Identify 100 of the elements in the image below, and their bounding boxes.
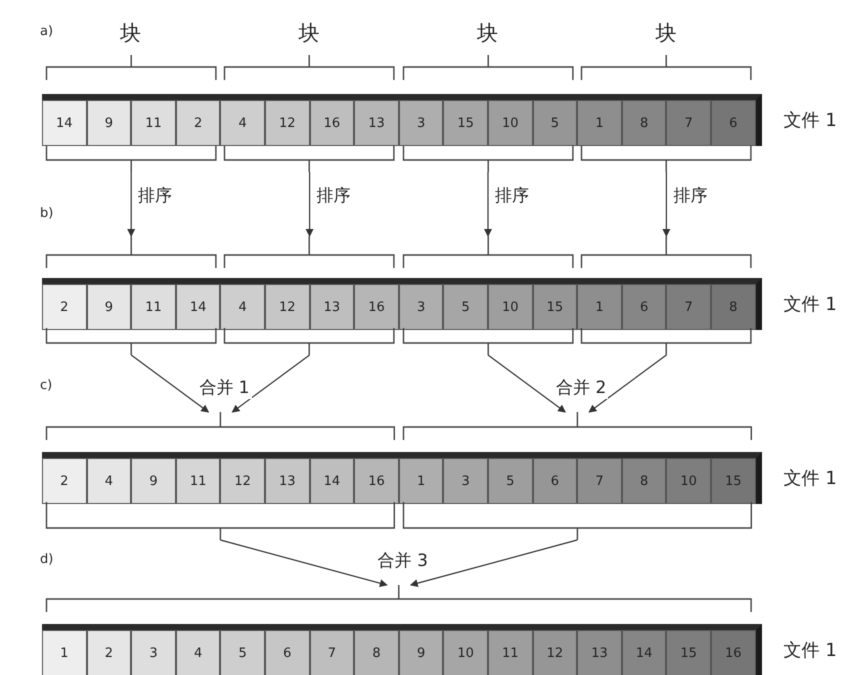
bracket [46,55,216,80]
number-cell: 1 [577,284,622,330]
file-strip [42,452,762,504]
block-label: 块 [120,20,142,47]
bracket [402,236,574,268]
number-cell: 4 [86,458,132,504]
arrow [588,354,667,413]
bracket [46,146,216,172]
number-cell: 8 [622,100,666,146]
number-cell: 13 [577,630,622,675]
number-cell: 1 [42,630,87,675]
bracket [402,55,574,80]
arrow [488,354,566,413]
arrow [662,172,670,237]
number-cell: 5 [532,100,578,146]
number-cell: 7 [666,100,711,146]
number-cell: 5 [443,284,488,330]
number-cell: 15 [666,630,711,675]
number-cell: 6 [532,458,578,504]
number-cell: 2 [42,458,87,504]
number-cell: 10 [488,284,533,330]
number-cell: 3 [131,630,176,675]
number-cell: 12 [265,100,310,146]
number-cell: 8 [354,630,399,675]
bracket [224,146,395,172]
file-strip [42,94,762,146]
bracket [224,328,395,355]
number-cell: 7 [666,284,711,330]
panel-label: b) [40,206,54,221]
number-cell: 11 [131,284,176,330]
panel-label: d) [40,552,54,567]
bracket [581,146,752,172]
number-cell: 8 [622,458,666,504]
number-cell: 16 [711,630,756,675]
number-cell: 3 [398,100,444,146]
bracket [46,502,395,540]
bracket [581,55,752,80]
panel-label: c) [40,378,52,393]
file-label: 文件 1 [784,293,837,316]
number-cell: 9 [398,630,444,675]
arrow [232,354,310,413]
number-cell: 7 [310,630,354,675]
number-cell: 10 [488,100,533,146]
number-cell: 8 [711,284,756,330]
number-cell: 9 [86,100,132,146]
number-cell: 14 [310,458,354,504]
number-cell: 12 [532,630,578,675]
bracket [46,412,395,440]
arrow [127,172,136,237]
bracket [46,236,216,268]
number-cell: 15 [711,458,756,504]
bracket [402,412,752,440]
bracket [224,236,395,268]
arrow [130,354,210,413]
bracket [581,236,752,268]
number-cell: 4 [220,100,265,146]
file-label: 文件 1 [784,467,837,490]
number-cell: 14 [42,100,87,146]
number-cell: 9 [131,458,176,504]
bracket [402,146,574,172]
number-cell: 12 [220,458,265,504]
number-cell: 14 [622,630,666,675]
file-label: 文件 1 [784,109,837,132]
number-cell: 10 [443,630,488,675]
number-cell: 16 [310,100,354,146]
number-cell: 9 [86,284,132,330]
number-cell: 11 [176,458,220,504]
number-cell: 16 [354,458,399,504]
edge-label: 合并 1 [197,376,252,399]
number-cell: 6 [622,284,666,330]
number-cell: 1 [398,458,444,504]
number-cell: 16 [354,284,399,330]
arrow [484,172,492,237]
number-cell: 1 [577,100,622,146]
number-cell: 2 [86,630,132,675]
file-label: 文件 1 [784,639,837,662]
number-cell: 11 [131,100,176,146]
block-label: 块 [655,20,676,47]
number-cell: 14 [176,284,220,330]
number-cell: 12 [265,284,310,330]
number-cell: 3 [443,458,488,504]
number-cell: 4 [176,630,220,675]
number-cell: 13 [265,458,310,504]
number-cell: 7 [577,458,622,504]
bracket [402,328,574,355]
number-cell: 5 [488,458,533,504]
number-cell: 2 [42,284,87,330]
arrow [410,539,578,588]
block-label: 块 [477,20,498,47]
number-cell: 13 [310,284,354,330]
number-cell: 6 [711,100,756,146]
number-cell: 11 [488,630,533,675]
arrow [306,172,314,237]
file-strip [42,278,762,330]
number-cell: 15 [443,100,488,146]
number-cell: 15 [532,284,578,330]
bracket [46,585,752,612]
bracket [581,328,752,355]
file-strip [42,624,762,675]
number-cell: 2 [176,100,220,146]
